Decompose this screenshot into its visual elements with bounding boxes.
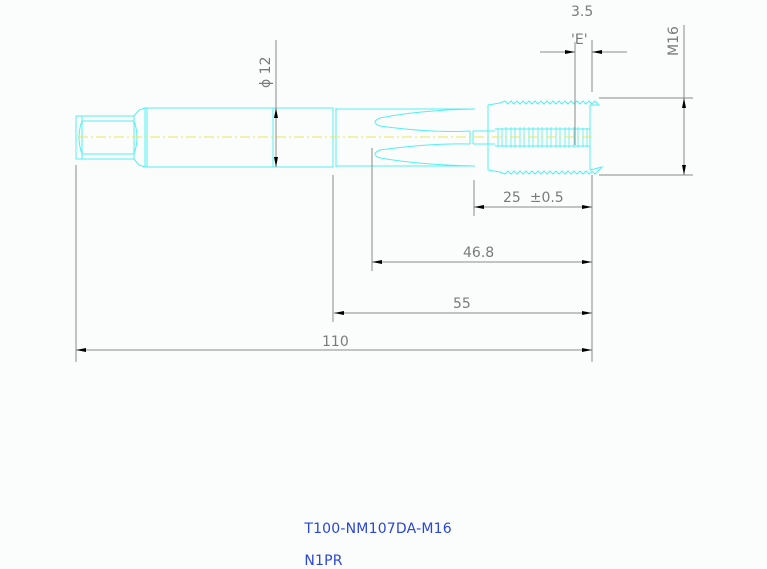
flute-length-label: 46.8 xyxy=(463,245,494,261)
dimension-lines xyxy=(75,25,693,362)
thread-size-label: M16 xyxy=(666,26,682,56)
overall-length-label: 110 xyxy=(322,334,349,350)
part-number: T100-NM107DA-M16 xyxy=(304,521,452,537)
tap-technical-drawing: ϕ 12 M16 3.5 'E' 25 ±0.5 46.8 55 110 xyxy=(75,4,693,362)
shank-diameter-label: ϕ 12 xyxy=(258,57,274,89)
grade-code: N1PR xyxy=(304,553,343,569)
neck-length-label: 55 xyxy=(453,296,471,312)
title-block: T100-NM107DA-M16 N1PR xyxy=(295,505,452,569)
thread-length-label: 25 ±0.5 xyxy=(503,190,564,206)
chamfer-e-label: 'E' xyxy=(571,32,588,48)
chamfer-length-label: 3.5 xyxy=(571,4,593,20)
